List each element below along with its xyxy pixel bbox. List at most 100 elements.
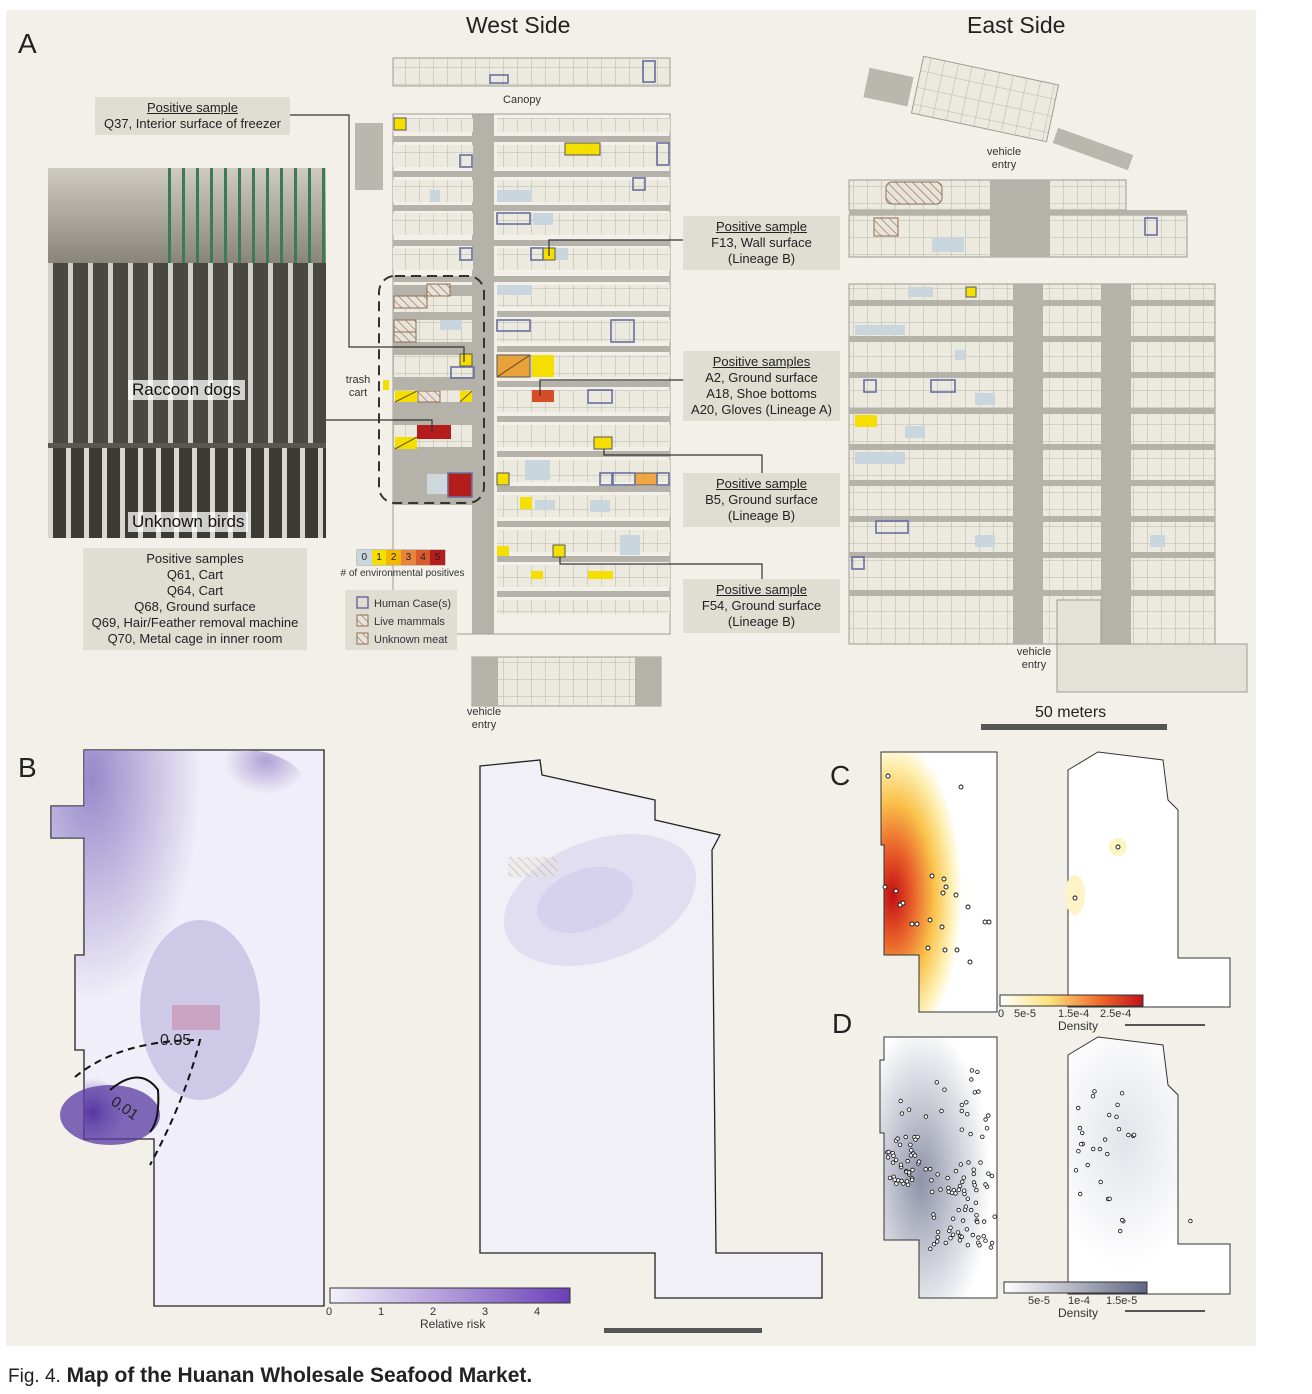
case-point xyxy=(953,1191,958,1196)
case-point xyxy=(891,1153,896,1158)
scale-label: 50 meters xyxy=(1035,704,1107,721)
cb-b-tick: 0 xyxy=(326,1306,333,1318)
case-point xyxy=(974,1187,979,1193)
freezer-block xyxy=(355,123,383,190)
case-point xyxy=(1097,1146,1103,1152)
cb-d-label: Density xyxy=(1058,1306,1099,1320)
case-point xyxy=(1188,1218,1193,1224)
case-point xyxy=(910,1167,915,1173)
case-point xyxy=(1098,1179,1103,1185)
raccoon-dog-photo: Raccoon dogs Unknown birds xyxy=(48,168,326,538)
callout-heading: Positive sample xyxy=(715,219,808,234)
case-point xyxy=(971,1171,976,1177)
case-point xyxy=(1114,1114,1119,1119)
callout-heading: Positive samples xyxy=(712,354,811,369)
case-point xyxy=(931,1212,936,1217)
case-point xyxy=(1126,1132,1131,1138)
case-point xyxy=(905,1158,910,1164)
case-point xyxy=(934,1080,939,1085)
case-point xyxy=(898,1162,904,1167)
vehicle-entry-east-bottom: vehicle entry xyxy=(1016,646,1052,671)
case-point xyxy=(928,1246,933,1251)
case-point xyxy=(1131,1132,1137,1138)
case-point xyxy=(915,1134,920,1140)
case-point xyxy=(969,1207,974,1213)
case-point xyxy=(976,1235,981,1240)
case-point xyxy=(959,1234,964,1240)
case-point xyxy=(1116,1126,1122,1132)
case-point xyxy=(957,1183,963,1189)
case-point xyxy=(964,1227,970,1232)
case-point xyxy=(960,1218,966,1223)
case-point xyxy=(955,1230,961,1235)
callout-line: (Lineage B) xyxy=(727,614,796,629)
cb-d-tick: 1.5e-5 xyxy=(1106,1295,1138,1307)
callout-line: (Lineage B) xyxy=(727,251,796,266)
case-point xyxy=(976,1089,981,1094)
case-point xyxy=(906,1170,912,1175)
case-point xyxy=(929,1178,934,1183)
case-point xyxy=(1075,1105,1081,1111)
human-case-legend: Human Case(s) xyxy=(374,598,452,610)
callout-heading: Positive sample xyxy=(146,100,239,115)
case-point xyxy=(950,1216,956,1221)
case-point xyxy=(899,1111,905,1116)
cb-c-tick: 1.5e-4 xyxy=(1058,1008,1090,1020)
case-points-d xyxy=(885,1068,997,1251)
cb-d-tick: 5e-5 xyxy=(1028,1295,1051,1307)
case-point xyxy=(948,1225,953,1230)
case-point xyxy=(988,1245,994,1250)
panel-b-colorbar xyxy=(329,1287,762,1333)
unknown-birds-label: Unknown birds xyxy=(128,512,249,532)
case-point xyxy=(1119,1217,1125,1223)
case-point xyxy=(935,1234,940,1240)
symbol-legend xyxy=(345,590,457,650)
case-point xyxy=(895,1136,900,1141)
figure-caption: Fig. 4. Map of the Huanan Wholesale Seaf… xyxy=(8,1364,532,1388)
case-point xyxy=(895,1178,901,1183)
case-point xyxy=(894,1181,899,1186)
cb-b-tick: 3 xyxy=(482,1306,489,1318)
panel-c-colorbar xyxy=(999,994,1205,1026)
case-point xyxy=(959,1102,965,1108)
case-point xyxy=(975,1219,980,1225)
case-point xyxy=(972,1090,977,1095)
case-point xyxy=(969,1068,975,1073)
panel-c-right-map xyxy=(1065,751,1231,1008)
case-point xyxy=(890,1160,896,1165)
case-point xyxy=(1090,1146,1096,1152)
vehicle-entry-west: vehicle entry xyxy=(466,706,502,731)
case-point xyxy=(965,1196,970,1201)
case-point xyxy=(923,1114,929,1119)
case-point xyxy=(930,1189,935,1195)
case-point xyxy=(962,1207,968,1212)
case-point xyxy=(1092,1089,1097,1094)
case-point xyxy=(970,1232,975,1238)
case-point xyxy=(981,1219,987,1224)
case-point xyxy=(931,1241,937,1247)
case-point xyxy=(909,1148,914,1153)
case-point xyxy=(959,1127,964,1132)
panel-d-colorbar xyxy=(1003,1281,1205,1312)
callout-f13: Positive sample F13, Wall surface (Linea… xyxy=(683,216,840,270)
case-point xyxy=(1073,1168,1079,1173)
case-point xyxy=(885,1155,891,1160)
case-point xyxy=(1119,1090,1125,1096)
callout-line: (Lineage B) xyxy=(727,508,796,523)
cb-c-tick: 5e-5 xyxy=(1014,1008,1037,1020)
callout-q61: Positive samples Q61, Cart Q64, Cart Q68… xyxy=(83,548,307,650)
case-point xyxy=(966,1160,971,1165)
callout-line: A18, Shoe bottoms xyxy=(706,386,817,401)
case-point xyxy=(938,1187,943,1192)
callout-line: Q64, Cart xyxy=(166,583,224,598)
callout-line: Q37, Interior surface of freezer xyxy=(103,116,282,131)
canopy-block xyxy=(392,57,671,87)
callout-b5: Positive sample B5, Ground surface (Line… xyxy=(683,473,840,527)
raccoon-dogs-label: Raccoon dogs xyxy=(128,380,245,400)
case-point xyxy=(1079,1130,1085,1136)
scale-bar-a xyxy=(981,724,1167,730)
callout-line: Q61, Cart xyxy=(166,567,224,582)
case-point xyxy=(892,1177,897,1182)
callout-heading: Positive samples xyxy=(146,551,244,566)
case-point xyxy=(956,1207,961,1213)
